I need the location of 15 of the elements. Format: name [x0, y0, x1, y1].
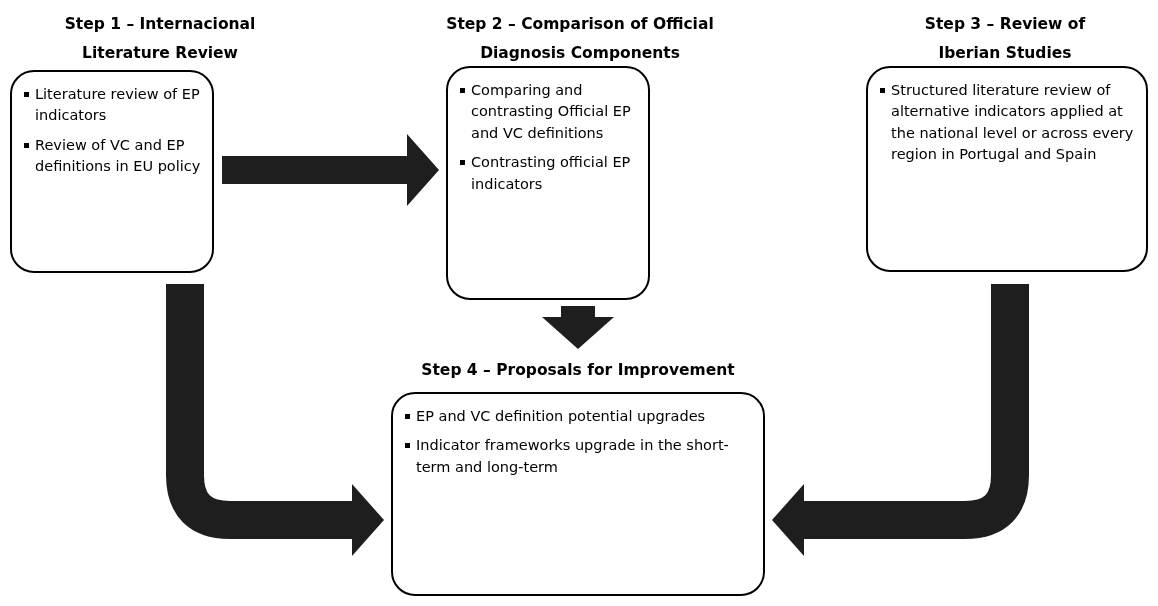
bullet-item: Structured literature review of alternative indicators applied at the national level or across every region in Portugal and Spain: [880, 80, 1136, 166]
step-heading: Step 2 – Comparison of Official Diagnosis Components: [445, 14, 715, 64]
bullet-item: Comparing and contrasting Official EP and VC definitions: [460, 80, 638, 145]
bullet-item: Literature review of EP indicators: [24, 84, 202, 127]
bullet-item: Contrasting official EP indicators: [460, 152, 638, 196]
block-arrow: [772, 284, 1029, 556]
step-heading: Step 3 – Review of Iberian Studies: [923, 14, 1087, 64]
bullet-item: Review of VC and EP definitions in EU policy: [24, 134, 202, 178]
step-heading: Step 1 – Internacional Literature Review: [63, 14, 257, 64]
block-arrow: [222, 134, 439, 206]
block-arrow: [166, 284, 384, 556]
step-heading: Step 4 – Proposals for Improvement: [420, 360, 736, 381]
block-arrow: [542, 306, 614, 349]
bullet-item: Indicator frameworks upgrade in the short-term and long-term: [405, 435, 753, 479]
bullet-item: EP and VC definition potential upgrades: [405, 406, 753, 428]
